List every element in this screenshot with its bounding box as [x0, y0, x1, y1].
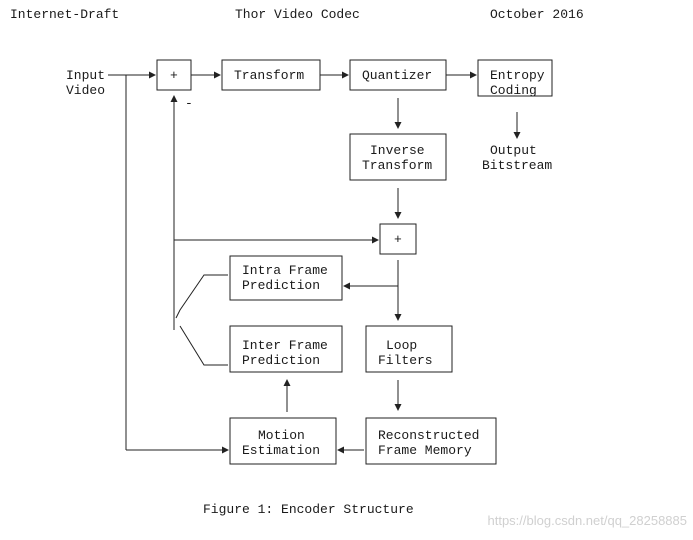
inverse-label-line1: Inverse [370, 143, 425, 158]
entropy-label-line1: Entropy [490, 68, 545, 83]
inter-prediction-box [229, 325, 343, 373]
inter-label-line1: Inter Frame [242, 338, 328, 353]
transform-label: Transform [234, 68, 304, 83]
header-left: Internet-Draft [10, 7, 120, 22]
sum-node-2 [379, 223, 417, 255]
minus-sign: - [185, 96, 193, 111]
inter-label-line2: Prediction [242, 353, 320, 368]
intra-switch-line [175, 274, 228, 319]
output-label-line2: Bitstream [482, 158, 552, 173]
watermark: https://blog.csdn.net/qq_28258885 [487, 513, 688, 528]
entropy-label-line2: Coding [490, 83, 537, 98]
recon-label-line1: Reconstructed [378, 428, 479, 443]
loop-label-line1: Loop [386, 338, 417, 353]
entropy-coding-box [477, 59, 553, 97]
input-label-line1: Input [66, 68, 105, 83]
output-label-line1: Output [490, 143, 537, 158]
motion-label-line2: Estimation [242, 443, 320, 458]
quantizer-label: Quantizer [362, 68, 432, 83]
inverse-label-line2: Transform [362, 158, 432, 173]
intra-label-line2: Prediction [242, 278, 320, 293]
sum-node-2-sign: + [394, 232, 402, 247]
motion-estimation-box [229, 417, 337, 465]
header-right: October 2016 [490, 7, 584, 22]
input-label-line2: Video [66, 83, 105, 98]
figure-caption: Figure 1: Encoder Structure [203, 502, 414, 517]
inverse-transform-box [349, 133, 447, 181]
intra-label-line1: Intra Frame [242, 263, 328, 278]
loop-filters-box [365, 325, 453, 373]
frame-memory-box [365, 417, 497, 465]
recon-label-line2: Frame Memory [378, 443, 472, 458]
motion-label-line1: Motion [258, 428, 305, 443]
loop-label-line2: Filters [378, 353, 433, 368]
header-center: Thor Video Codec [235, 7, 360, 22]
intra-prediction-box [229, 255, 343, 301]
page-header: Internet-Draft Thor Video Codec October … [10, 6, 690, 24]
sum-node-1-sign: + [170, 68, 178, 83]
inter-switch-line [179, 325, 228, 366]
